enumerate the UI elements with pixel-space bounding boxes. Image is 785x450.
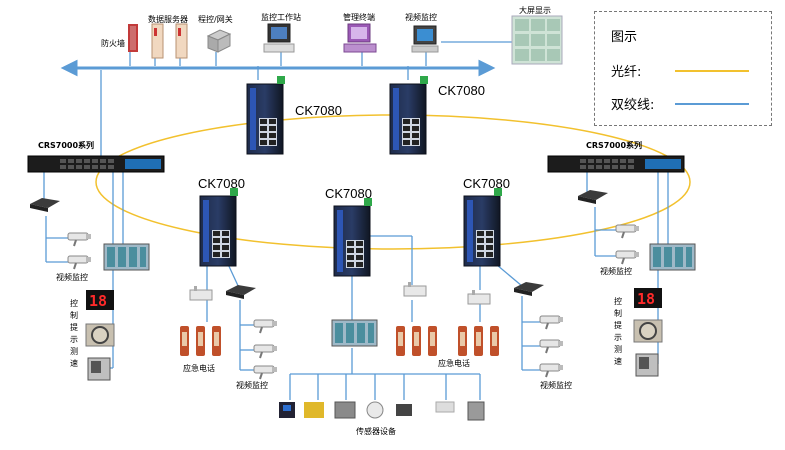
left-warning-sign: [85, 323, 115, 347]
legend-twisted-pair-label: 双绞线:: [611, 98, 655, 113]
crs7000-switch-right: [547, 155, 685, 173]
data-server-label: 数据服务器: [148, 14, 188, 24]
left-camera-2: [67, 255, 92, 270]
sensor-devices-label: 传感器设备: [356, 426, 396, 436]
left-camera-1: [67, 232, 92, 247]
center-emergency-phones: [396, 326, 437, 356]
legend-fiber-line: [675, 70, 749, 72]
right-video-label: 视频监控: [600, 266, 632, 276]
left-video-label: 视频监控: [56, 272, 88, 282]
right-switch-video-label: 视频监控: [540, 380, 572, 390]
firewall-device: [128, 24, 138, 52]
right-camera-1: [615, 224, 640, 239]
svg-text:控: 控: [70, 298, 78, 308]
svg-text:测: 测: [614, 345, 622, 354]
video-monitor-pc-device: [411, 25, 439, 53]
right-speed-display: 18: [634, 288, 662, 308]
ck7080-switch-top-right: [389, 75, 429, 155]
monitoring-workstation-label: 监控工作站: [261, 12, 301, 22]
left-emergency-phones: [180, 326, 221, 356]
right-cabinet: [649, 243, 696, 271]
ck7080-label-top-left: CK7080: [295, 103, 342, 118]
crs7000-switch-left: [27, 155, 165, 173]
lan-backbone: [60, 59, 496, 77]
data-server-device: [151, 23, 164, 59]
svg-text:提: 提: [614, 320, 622, 330]
gateway-label: 程控/网关: [198, 14, 233, 24]
left-nvr-2: [226, 285, 256, 299]
monitoring-workstation-device: [263, 23, 295, 53]
right-camera-3: [539, 315, 564, 330]
svg-text:制: 制: [70, 310, 78, 320]
left-speed-display: 18: [86, 290, 114, 310]
left-emergency-label: 应急电话: [183, 363, 215, 373]
left-speed-digits: 18: [89, 292, 107, 310]
center-emergency-label: 应急电话: [438, 358, 470, 368]
svg-text:测: 测: [70, 347, 78, 356]
gateway-device: [206, 29, 232, 53]
right-encoder: [467, 289, 491, 305]
left-cabinet: [103, 243, 150, 271]
crs7000-label-left: CRS7000系列: [38, 140, 94, 150]
ck7080-switch-left: [199, 187, 239, 267]
ck7080-label-center: CK7080: [325, 186, 372, 201]
svg-text:制: 制: [614, 308, 622, 318]
left-camera-5: [253, 365, 278, 380]
crs7000-label-right: CRS7000系列: [586, 140, 642, 150]
svg-text:速: 速: [614, 357, 622, 366]
data-server-device-2: [175, 23, 188, 59]
left-switch-video-label: 视频监控: [236, 380, 268, 390]
firewall-label: 防火墙: [101, 38, 125, 48]
left-nvr: [30, 198, 60, 212]
ck7080-switch-center: [333, 197, 373, 277]
ck7080-label-right: CK7080: [463, 176, 510, 191]
left-camera-3: [253, 319, 278, 334]
legend: 图示 光纤: 双绞线:: [594, 11, 772, 126]
svg-text:控: 控: [614, 296, 622, 306]
svg-text:速: 速: [70, 359, 78, 368]
management-terminal-label: 管理终端: [343, 12, 375, 22]
svg-text:示: 示: [70, 335, 78, 344]
right-vertical-text: 控 制 提 示 测 速: [614, 296, 622, 366]
left-speed-sensor: [87, 357, 111, 381]
right-nvr: [578, 190, 608, 204]
right-speed-digits: 18: [637, 290, 655, 308]
big-screen-label: 大屏显示: [519, 5, 551, 15]
management-terminal-device: [343, 23, 377, 53]
right-nvr-2: [514, 282, 544, 296]
right-emergency-phones: [458, 326, 499, 356]
center-cabinet: [331, 319, 378, 347]
legend-twisted-pair-line: [675, 103, 749, 105]
left-encoder: [189, 285, 213, 301]
ck7080-label-top-right: CK7080: [438, 83, 485, 98]
center-encoder: [403, 281, 427, 297]
svg-text:提: 提: [70, 322, 78, 332]
right-speed-sensor: [635, 353, 659, 377]
ck7080-switch-right: [463, 187, 503, 267]
left-camera-4: [253, 344, 278, 359]
right-camera-4: [539, 339, 564, 354]
legend-fiber-label: 光纤:: [611, 65, 642, 80]
legend-title: 图示: [611, 30, 638, 45]
right-camera-2: [615, 250, 640, 265]
svg-text:示: 示: [614, 333, 622, 342]
big-screen-display: [511, 15, 563, 65]
ck7080-label-left: CK7080: [198, 176, 245, 191]
ck7080-switch-top-left: [246, 75, 286, 155]
left-vertical-text: 控 制 提 示 测 速: [70, 298, 78, 368]
video-monitor-label: 视频监控: [405, 12, 437, 22]
right-warning-sign: [633, 319, 663, 343]
right-camera-5: [539, 363, 564, 378]
sensor-devices: [279, 401, 485, 421]
